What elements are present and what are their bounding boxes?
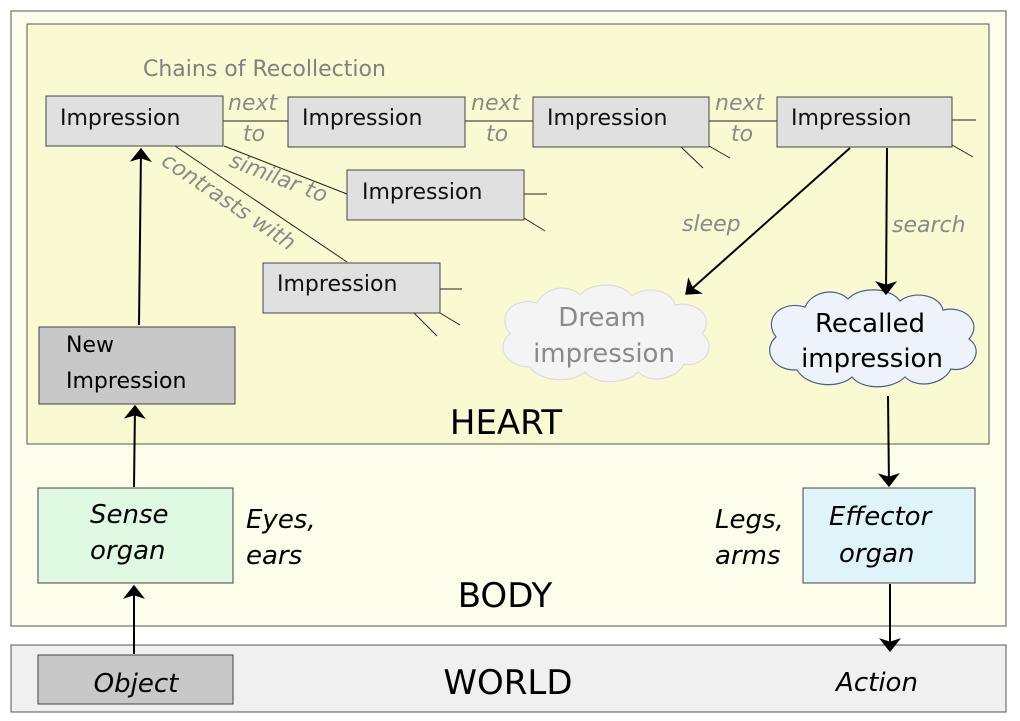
impression-box-2: Impression xyxy=(287,96,466,148)
next-label-2: next xyxy=(471,91,521,116)
new-impression-box: New Impression xyxy=(38,326,236,405)
impression-label: Impression xyxy=(547,106,667,131)
heart-label: HEART xyxy=(450,403,562,443)
dream-impression-line2: impression xyxy=(533,339,675,369)
chain-links xyxy=(174,119,976,337)
impression-box-4: Impression xyxy=(776,96,953,148)
new-impression-line2: Impression xyxy=(66,369,186,394)
body-label: BODY xyxy=(458,576,553,616)
impression-label: Impression xyxy=(791,106,911,131)
chains-title: Chains of Recollection xyxy=(143,57,386,82)
impression-box-1: Impression xyxy=(45,95,224,147)
effector-organ-box: Effector organ xyxy=(802,487,976,584)
sense-organ-box: Sense organ xyxy=(37,487,234,584)
effector-organ-line2: organ xyxy=(839,539,915,569)
sense-examples-line1: Eyes, xyxy=(246,505,316,535)
dream-impression-line1: Dream xyxy=(558,303,645,333)
to-label-3: to xyxy=(731,122,753,147)
impression-label: Impression xyxy=(362,180,482,205)
next-label-3: next xyxy=(715,91,765,116)
recalled-impression-cloud: Recalled impression xyxy=(769,289,977,388)
arrow-sense-to-new xyxy=(123,404,146,488)
sense-examples-line2: ears xyxy=(246,541,302,571)
world-label: WORLD xyxy=(443,663,572,703)
recalled-impression-line2: impression xyxy=(801,344,943,374)
arrow-new-to-impression xyxy=(129,147,152,326)
object-label: Object xyxy=(94,669,179,699)
to-label-1: to xyxy=(243,122,265,147)
arrow-search-to-recalled xyxy=(875,147,898,296)
impression-box-contrast: Impression xyxy=(262,262,441,314)
impression-box-3: Impression xyxy=(532,96,710,148)
sense-organ-line1: Sense xyxy=(90,500,169,530)
search-label: search xyxy=(892,213,966,238)
impression-label: Impression xyxy=(277,272,397,297)
sleep-label: sleep xyxy=(682,212,741,237)
effector-examples-line1: Legs, xyxy=(715,505,784,535)
new-impression-line1: New xyxy=(66,333,114,358)
impression-box-similar: Impression xyxy=(346,169,525,221)
next-label-1: next xyxy=(228,91,278,116)
impression-label: Impression xyxy=(302,106,422,131)
impression-label: Impression xyxy=(60,106,180,131)
arrow-recalled-to-effector xyxy=(877,395,900,488)
object-box: Object xyxy=(37,654,234,705)
effector-examples-line2: arms xyxy=(715,541,781,571)
recalled-impression-line1: Recalled xyxy=(815,309,925,339)
effector-organ-line1: Effector xyxy=(829,502,934,532)
action-label: Action xyxy=(834,668,918,698)
to-label-2: to xyxy=(486,122,508,147)
dream-impression-cloud: Dream impression xyxy=(502,284,710,383)
arrow-sleep-to-dream xyxy=(685,147,851,295)
sense-organ-line2: organ xyxy=(90,536,166,566)
flow-arrows xyxy=(123,147,901,654)
